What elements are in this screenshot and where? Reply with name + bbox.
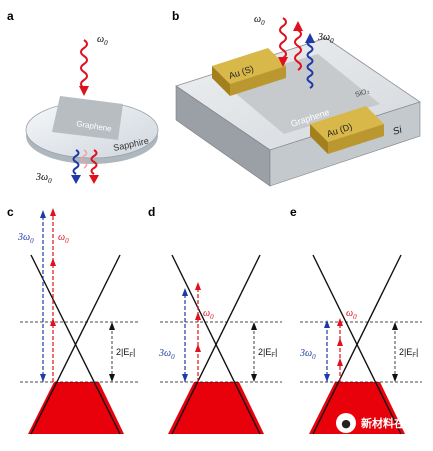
fermi-arrowhead-d-bottom	[251, 374, 257, 382]
transmitted-omega-beam	[90, 149, 98, 175]
three-omega-label-d: 3ω0	[158, 348, 175, 361]
omega-arrowhead-e-2	[337, 338, 343, 346]
omega-arrowhead-c-2	[50, 258, 56, 266]
three-omega-label-e: 3ω0	[299, 348, 316, 361]
incident-beam-a	[80, 39, 88, 89]
three-omega-arrowhead-d-bottom	[182, 374, 188, 382]
wechat-icon: ●	[336, 413, 356, 433]
incident-beam-b	[279, 17, 287, 59]
dirac-cone-d	[160, 254, 282, 435]
third-harmonic-beam-b	[306, 39, 314, 89]
incident-arrowhead-b	[278, 57, 288, 67]
watermark-text: 新材料在线	[361, 417, 416, 430]
fermi-label-c: 2|EF|	[116, 347, 135, 359]
fermi-arrowhead-c-bottom	[109, 374, 115, 382]
three-omega-arrowhead-c-top	[40, 210, 46, 218]
omega-arrowhead-d-2	[195, 312, 201, 320]
third-harmonic-arrowhead-b	[305, 33, 315, 43]
filled-band-c	[28, 382, 124, 434]
reflected-arrowhead-b	[293, 21, 303, 31]
incident-arrowhead-a	[79, 86, 89, 96]
sio2-label: SiO₂	[354, 88, 370, 99]
panel-label-c: c	[7, 205, 14, 219]
drain-electrode	[310, 106, 384, 154]
filled-band-e	[309, 382, 405, 434]
three-omega-arrowhead-e-bottom	[324, 374, 330, 382]
fermi-arrowhead-e-bottom	[392, 374, 398, 382]
omega0-label-c: ω0	[58, 232, 69, 245]
fermi-label-d: 2|EF|	[258, 347, 277, 359]
omega-arrowhead-d-3	[195, 344, 201, 352]
graphene-sheet-a	[52, 96, 123, 140]
fermi-arrowhead-d-top	[251, 322, 257, 330]
source-electrode	[212, 48, 286, 96]
three-omega-label-b: 3ω0	[317, 32, 334, 45]
fermi-arrowhead-e-top	[392, 322, 398, 330]
filled-band-d	[168, 382, 264, 434]
three-omega-arrowhead-e-top	[324, 320, 330, 328]
omega0-label-e: ω0	[346, 308, 357, 321]
omega-arrowhead-e-1	[337, 318, 343, 326]
omega0-label-d: ω0	[203, 308, 214, 321]
panel-label-a: a	[7, 9, 14, 23]
watermark: ● 新材料在线	[336, 411, 428, 435]
reflected-beam-b	[294, 29, 302, 71]
panel-label-b: b	[172, 9, 179, 23]
three-omega-label-c: 3ω0	[17, 232, 34, 245]
transmitted-beam-faint	[80, 149, 88, 169]
fermi-arrowhead-c-top	[109, 322, 115, 330]
dirac-cone-c	[20, 254, 140, 435]
three-omega-arrowhead-d-top	[182, 288, 188, 296]
three-omega-arrowhead-c-bottom	[40, 374, 46, 382]
omega-arrowhead-c-3	[50, 318, 56, 326]
third-harmonic-arrowhead-a	[71, 175, 81, 184]
third-harmonic-beam-a	[72, 149, 80, 175]
panel-label-e: e	[290, 205, 297, 219]
omega0-label-a: ω0	[97, 34, 108, 47]
si-label: Si	[392, 124, 405, 137]
omega-arrowhead-e-3	[337, 358, 343, 366]
panel-label-d: d	[148, 205, 155, 219]
omega-arrowhead-d-1	[195, 282, 201, 290]
fermi-label-e: 2|EF|	[399, 347, 418, 359]
three-omega-label-a: 3ω0	[35, 172, 52, 185]
omega-arrowhead-c-1	[50, 208, 56, 216]
transmitted-omega-arrowhead	[89, 175, 99, 184]
omega0-label-b: ω0	[254, 14, 265, 27]
dirac-cone-e	[300, 254, 422, 435]
